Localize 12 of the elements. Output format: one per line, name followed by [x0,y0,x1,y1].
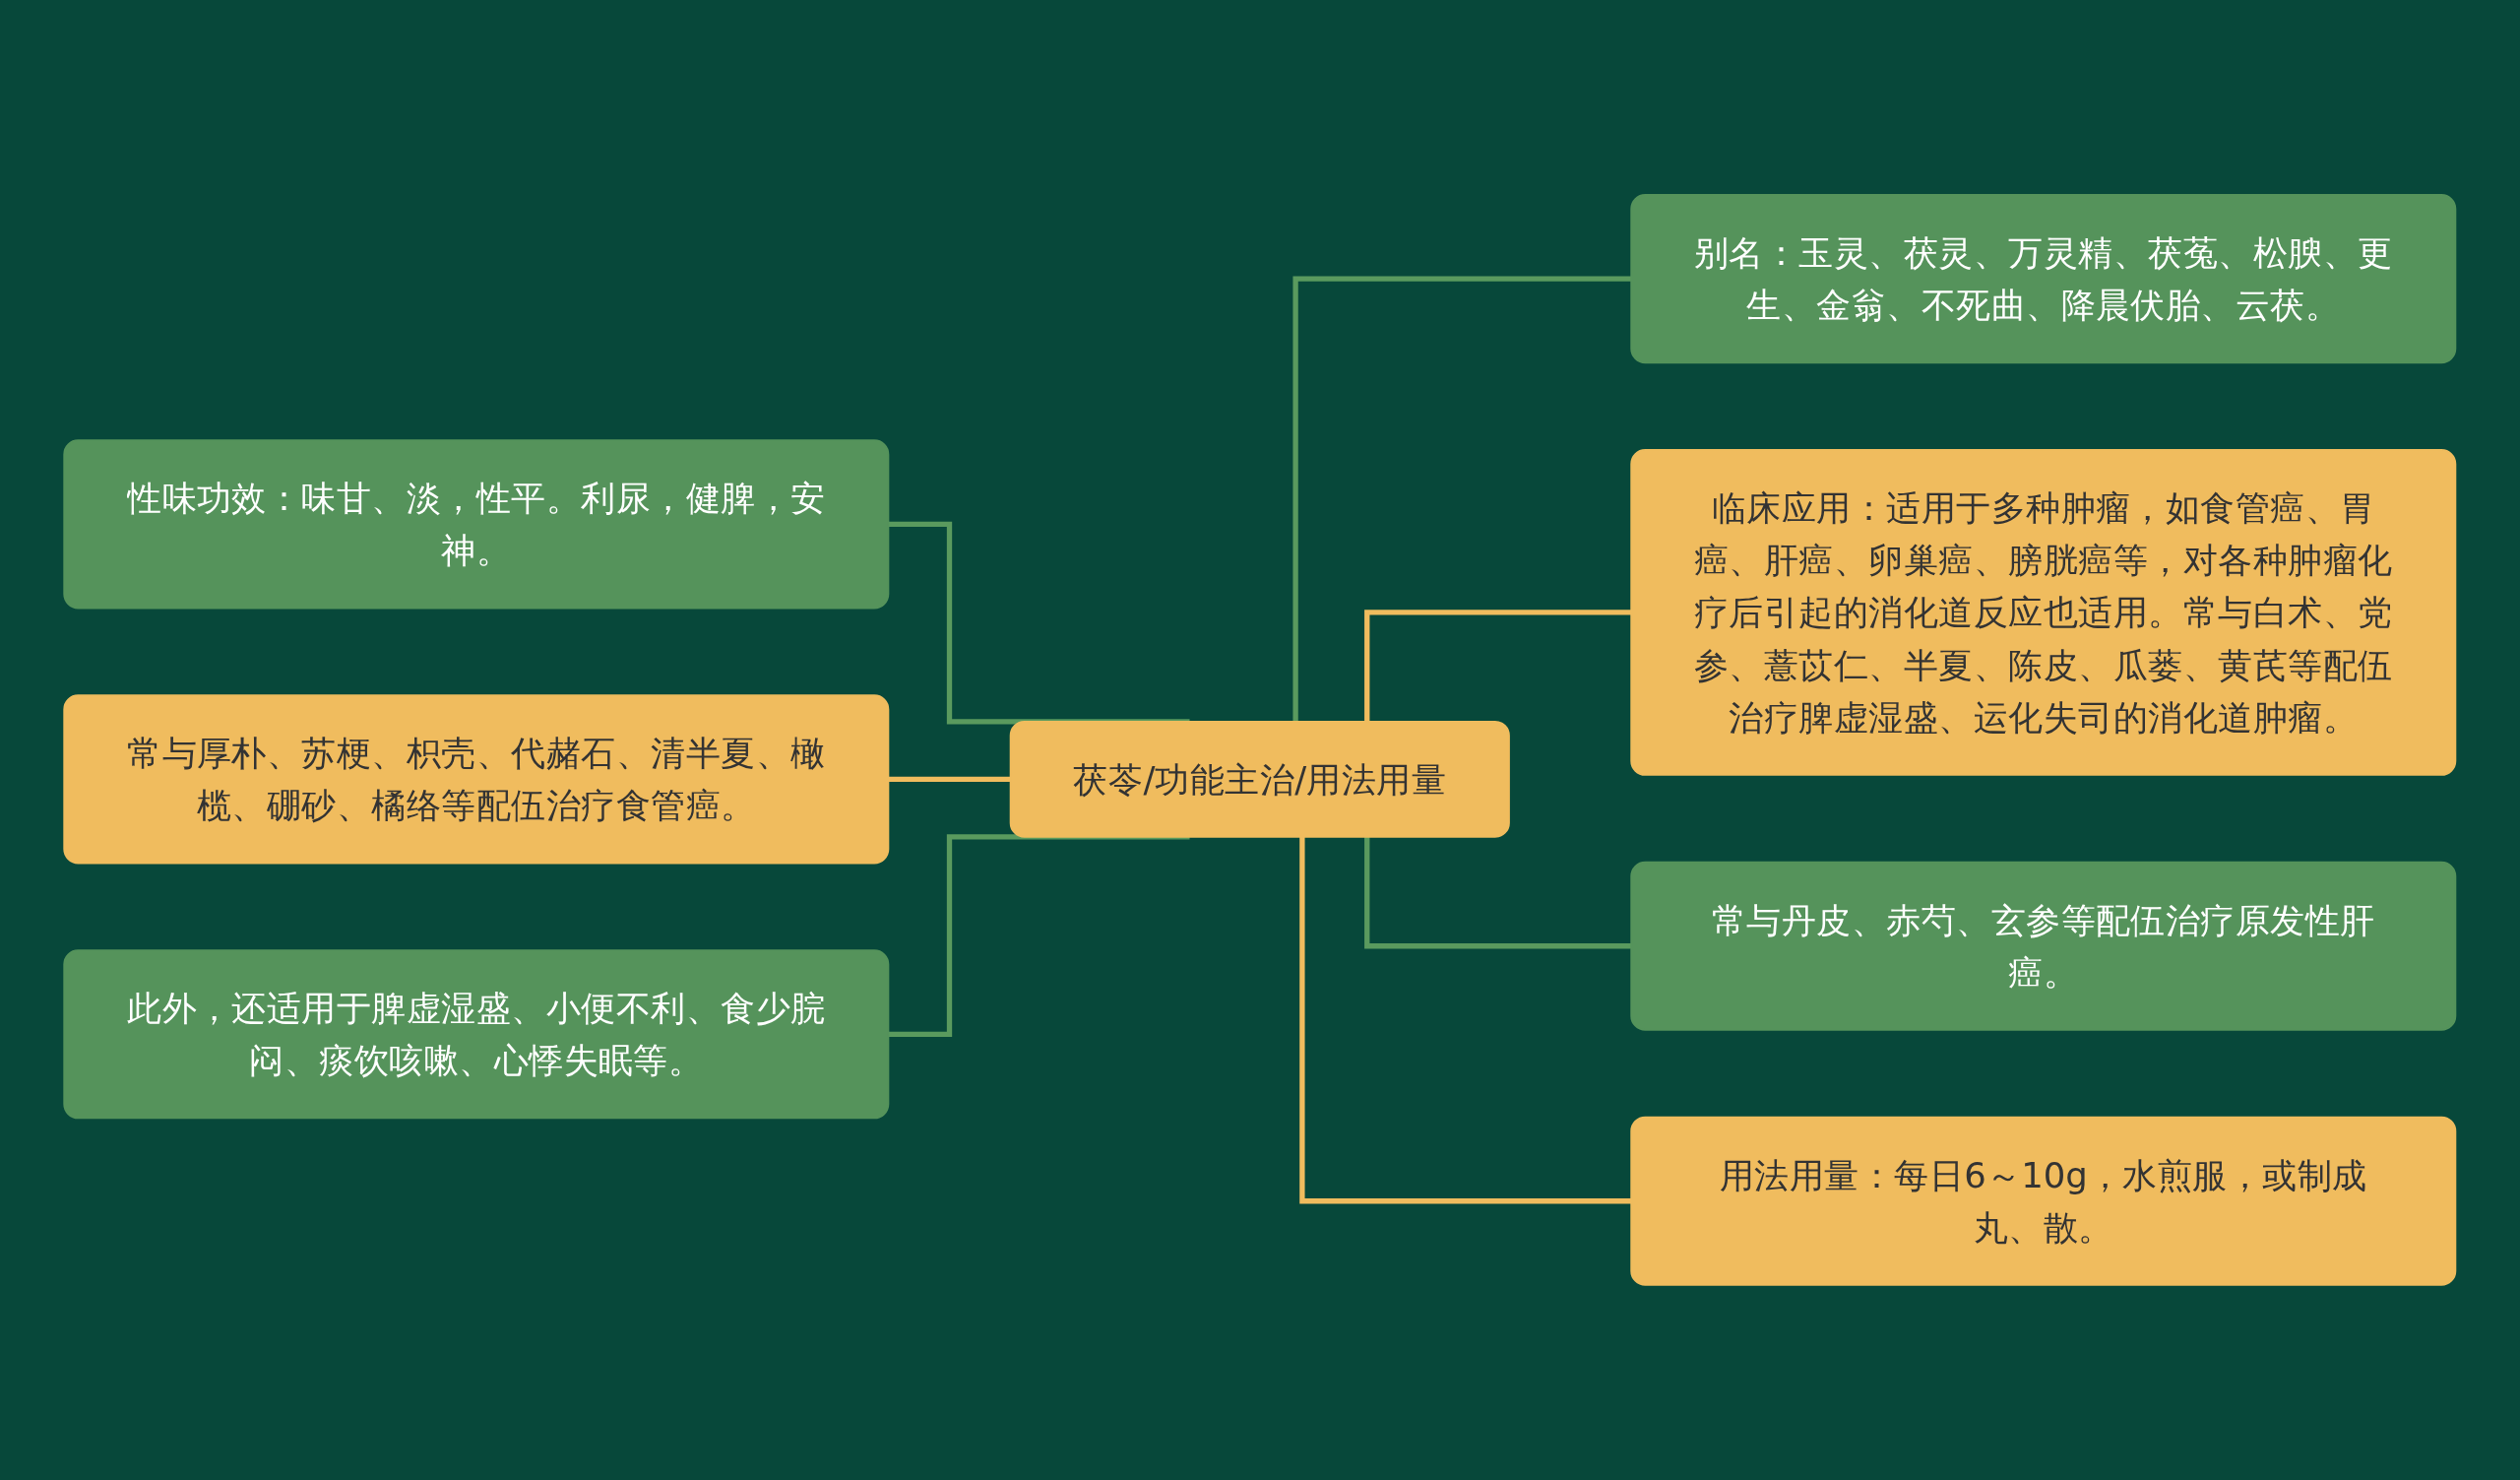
node-box: 茯苓/功能主治/用法用量 [1009,721,1511,838]
connector [1364,610,1632,722]
node-box: 此外，还适用于脾虚湿盛、小便不利、食少脘闷、痰饮咳嗽、心悸失眠等。 [63,949,890,1120]
connector [1299,836,1632,1204]
node-box: 常与厚朴、苏梗、枳壳、代赭石、清半夏、橄榄、硼砂、橘络等配伍治疗食管癌。 [63,694,890,865]
node-box: 用法用量：每日6～10g，水煎服，或制成丸、散。 [1630,1116,2457,1286]
node-box: 临床应用：适用于多种肿瘤，如食管癌、胃癌、肝癌、卵巢癌、膀胱癌等，对各种肿瘤化疗后引起的消化道反应也适用。常与白术、党参、薏苡仁、半夏、陈皮、瓜蒌、黄芪等配伍治疗脾虚湿盛、运化失司的消化道肿瘤。 [1630,449,2457,776]
node-box: 常与丹皮、赤芍、玄参等配伍治疗原发性肝癌。 [1630,861,2457,1031]
connector [1364,836,1632,949]
node-box: 性味功效：味甘、淡，性平。利尿，健脾，安神。 [63,439,890,610]
node-box: 别名：玉灵、茯灵、万灵精、茯菟、松腴、更生、金翁、不死曲、降晨伏胎、云茯。 [1630,194,2457,364]
connector [1292,276,1632,722]
